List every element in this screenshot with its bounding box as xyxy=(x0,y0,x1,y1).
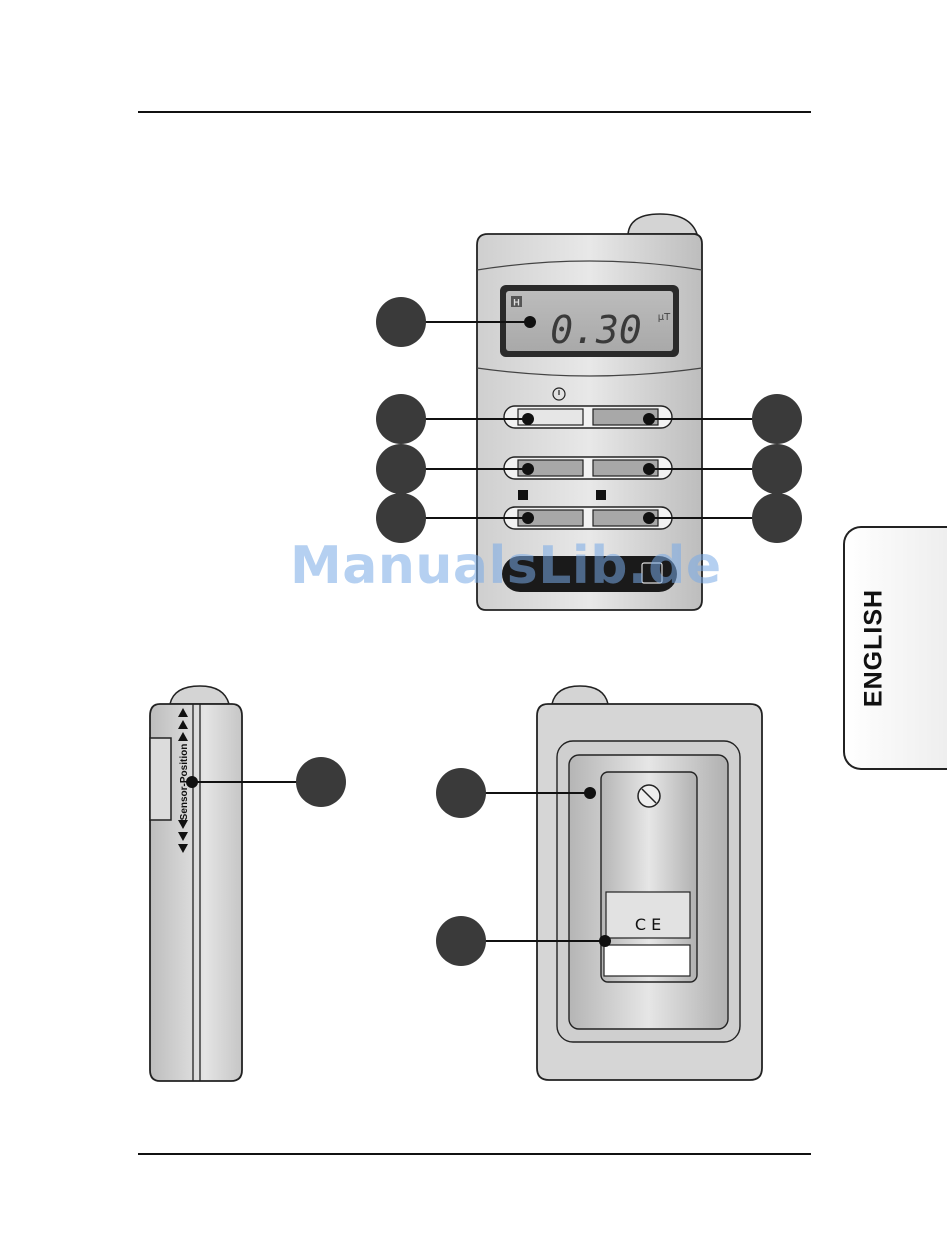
serial-label-panel xyxy=(604,945,690,976)
lcd-unit: µT xyxy=(658,312,671,323)
watermark: ManualsLib.de xyxy=(290,536,722,596)
square-symbol-left xyxy=(518,490,528,500)
front-sensor-knob xyxy=(628,214,697,234)
back-view: C E xyxy=(436,686,762,1080)
screw-icon xyxy=(638,785,660,807)
hold-indicator: H xyxy=(513,298,520,308)
side-view: Sensor-Position xyxy=(150,686,346,1081)
side-sensor-knob xyxy=(170,686,229,704)
ce-mark: C E xyxy=(635,915,661,934)
back-sensor-knob xyxy=(552,686,608,704)
square-symbol-right xyxy=(596,490,606,500)
side-sensor-bulge xyxy=(150,738,171,820)
language-tab-label: ENGLISH xyxy=(860,589,889,707)
lcd-reading: 0.30 xyxy=(550,308,642,352)
